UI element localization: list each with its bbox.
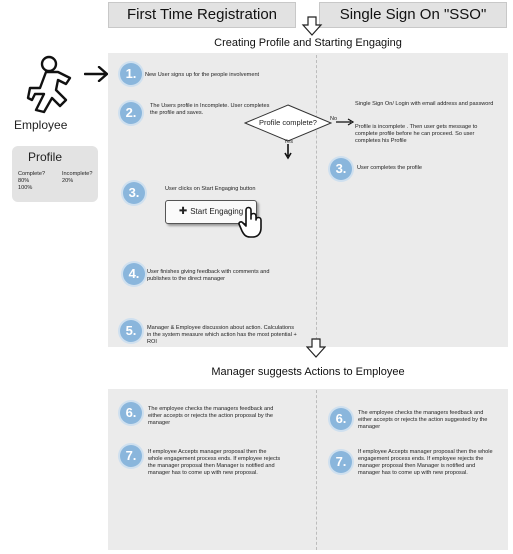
- step-5-text: Manager & Employee discussion about acti…: [147, 325, 297, 345]
- tab-first-time-registration[interactable]: First Time Registration: [108, 2, 296, 28]
- decision-no-label: No: [330, 116, 338, 122]
- step-7-left-text: If employee Accepts manager proposal the…: [148, 449, 281, 476]
- sso-login-text: Single Sign On/ Login with email address…: [355, 101, 494, 107]
- sso-incomplete-text: Profile is incomplete . Then user gets m…: [355, 124, 478, 144]
- profile-col2-header: Incomplete?: [62, 171, 93, 177]
- step-7-right-text: If employee Accepts manager proposal the…: [358, 449, 493, 476]
- step-3-right-badge: 3.: [330, 158, 352, 180]
- profile-card-title: Profile: [28, 150, 63, 164]
- step-4-text: User finishes giving feedback with comme…: [147, 269, 270, 282]
- step-3-text: User clicks on Start Engaging button: [165, 186, 256, 192]
- profile-col1-header: Complete?: [18, 171, 46, 177]
- plus-icon: ✚: [178, 206, 188, 217]
- hollow-down-arrow-icon: [306, 338, 326, 358]
- step-7-right-badge: 7.: [330, 451, 352, 473]
- step-6-left-text: The employee checks the managers feedbac…: [148, 406, 274, 426]
- step-6-left-badge: 6.: [120, 402, 142, 424]
- panel-manager-suggests: [108, 389, 508, 550]
- section-title-creating-profile: Creating Profile and Starting Engaging: [214, 37, 402, 49]
- profile-col1-value: 80%: [18, 178, 30, 184]
- panel-divider: [316, 55, 317, 345]
- step-6-right-text: The employee checks the managers feedbac…: [358, 410, 488, 430]
- tab-single-sign-on[interactable]: Single Sign On "SSO": [319, 2, 507, 28]
- section-title-manager-suggests: Manager suggests Actions to Employee: [211, 366, 405, 378]
- decision-yes-label: Yes: [284, 139, 293, 145]
- employee-label: Employee: [14, 118, 68, 132]
- step-1-badge: 1.: [120, 63, 142, 85]
- step-1-text: New User signs up for the people involve…: [145, 72, 260, 78]
- start-engaging-button[interactable]: ✚Start Engaging: [165, 200, 257, 224]
- running-person-icon: [26, 55, 72, 114]
- step-3-badge: 3.: [123, 182, 145, 204]
- right-arrow-icon: [84, 66, 109, 82]
- yes-arrow-icon: [284, 144, 292, 160]
- step-5-badge: 5.: [120, 320, 142, 342]
- profile-col1-value: 100%: [18, 185, 33, 191]
- decision-label: Profile complete?: [259, 118, 317, 127]
- hollow-down-arrow-icon: [301, 16, 323, 36]
- panel-divider: [316, 390, 317, 550]
- step-2-text: The Users profile in Incomplete. User co…: [150, 103, 270, 116]
- step-4-badge: 4.: [123, 263, 145, 285]
- step-3-right-text: User completes the profile: [357, 165, 422, 171]
- step-7-left-badge: 7.: [120, 445, 142, 467]
- pointer-hand-icon: [238, 206, 262, 238]
- step-2-badge: 2.: [120, 102, 142, 124]
- no-arrow-icon: [336, 118, 355, 126]
- decision-diamond: [244, 104, 332, 142]
- profile-col2-value: 20%: [62, 178, 74, 184]
- profile-card: Profile Complete? Incomplete? 80% 20% 10…: [12, 146, 98, 202]
- step-6-right-badge: 6.: [330, 408, 352, 430]
- start-engaging-label: Start Engaging: [190, 207, 244, 216]
